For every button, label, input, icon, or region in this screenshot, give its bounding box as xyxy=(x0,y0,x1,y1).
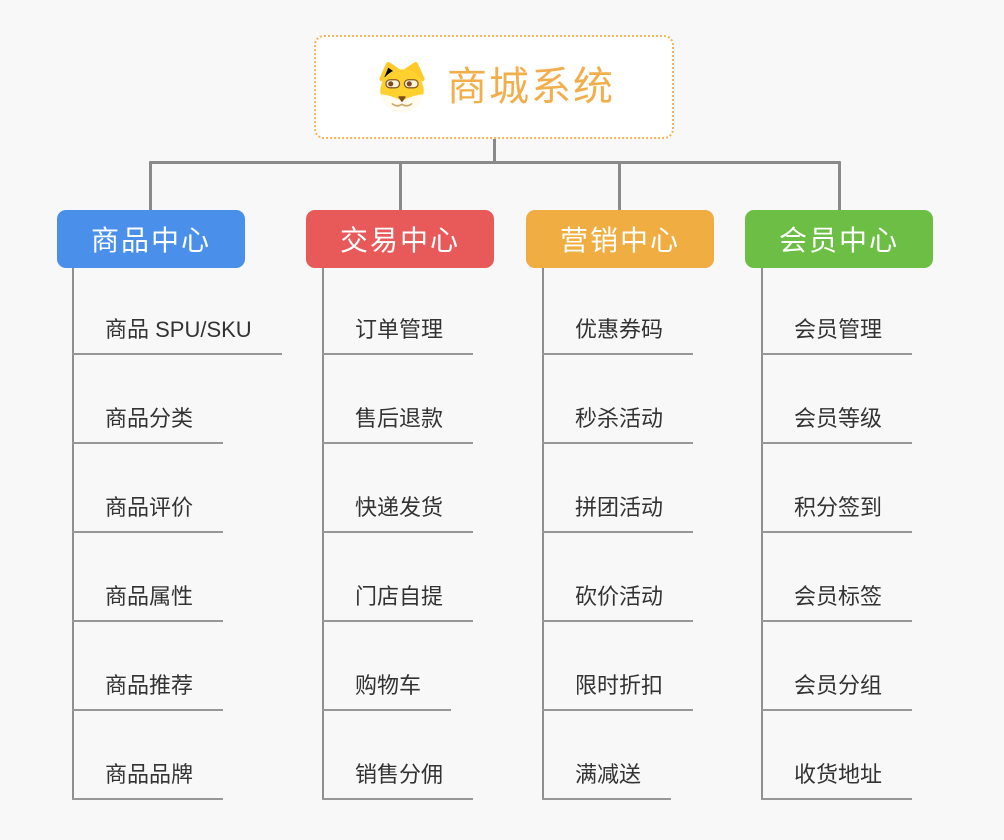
leaf-node[interactable]: 订单管理 xyxy=(322,316,474,355)
branch-label: 会员中心 xyxy=(778,225,899,256)
leaf-node[interactable]: 积分签到 xyxy=(761,494,913,533)
leaf-node[interactable]: 优惠券码 xyxy=(542,316,694,355)
leaf-node[interactable]: 购物车 xyxy=(322,672,452,711)
branch-label: 交易中心 xyxy=(339,225,460,256)
leaf-node[interactable]: 拼团活动 xyxy=(542,494,694,533)
leaf-node[interactable]: 会员标签 xyxy=(761,583,913,622)
leaf-node[interactable]: 会员分组 xyxy=(761,672,913,711)
branch-trade-center-leaves: 订单管理 售后退款 快递发货 门店自提 购物车 销售分佣 xyxy=(322,268,622,808)
leaf-node[interactable]: 商品品牌 xyxy=(72,761,224,800)
leaf-node[interactable]: 商品 SPU/SKU xyxy=(72,316,282,355)
leaf-node[interactable]: 快递发货 xyxy=(322,494,474,533)
leaf-node[interactable]: 限时折扣 xyxy=(542,672,694,711)
branch-marketing-center-leaves: 优惠券码 秒杀活动 拼团活动 砍价活动 限时折扣 满减送 xyxy=(542,268,842,808)
leaf-node[interactable]: 商品推荐 xyxy=(72,672,224,711)
leaf-node[interactable]: 售后退款 xyxy=(322,405,474,444)
leaf-node[interactable]: 砍价活动 xyxy=(542,583,694,622)
leaf-node[interactable]: 会员管理 xyxy=(761,316,913,355)
leaf-node[interactable]: 商品分类 xyxy=(72,405,224,444)
branch-product-center-leaves: 商品 SPU/SKU 商品分类 商品评价 商品属性 商品推荐 商品品牌 xyxy=(72,268,372,808)
branch-header-product-center[interactable]: 商品中心 xyxy=(57,210,245,268)
branch-header-trade-center[interactable]: 交易中心 xyxy=(306,210,494,268)
leaf-node[interactable]: 销售分佣 xyxy=(322,761,474,800)
leaf-node[interactable]: 秒杀活动 xyxy=(542,405,694,444)
leaf-node[interactable]: 商品属性 xyxy=(72,583,224,622)
leaf-node[interactable]: 满减送 xyxy=(542,761,672,800)
branch-label: 商品中心 xyxy=(90,225,211,256)
branch-member-center-leaves: 会员管理 会员等级 积分签到 会员标签 会员分组 收货地址 xyxy=(761,268,1004,808)
leaf-node[interactable]: 收货地址 xyxy=(761,761,913,800)
leaf-node[interactable]: 门店自提 xyxy=(322,583,474,622)
root-title: 商城系统 xyxy=(447,65,615,109)
branch-header-member-center[interactable]: 会员中心 xyxy=(745,210,933,268)
branch-header-marketing-center[interactable]: 营销中心 xyxy=(526,210,714,268)
doge-icon xyxy=(379,62,425,113)
leaf-node[interactable]: 会员等级 xyxy=(761,405,913,444)
leaf-node[interactable]: 商品评价 xyxy=(72,494,224,533)
root-node[interactable]: 商城系统 xyxy=(314,35,674,139)
branch-label: 营销中心 xyxy=(559,225,680,256)
